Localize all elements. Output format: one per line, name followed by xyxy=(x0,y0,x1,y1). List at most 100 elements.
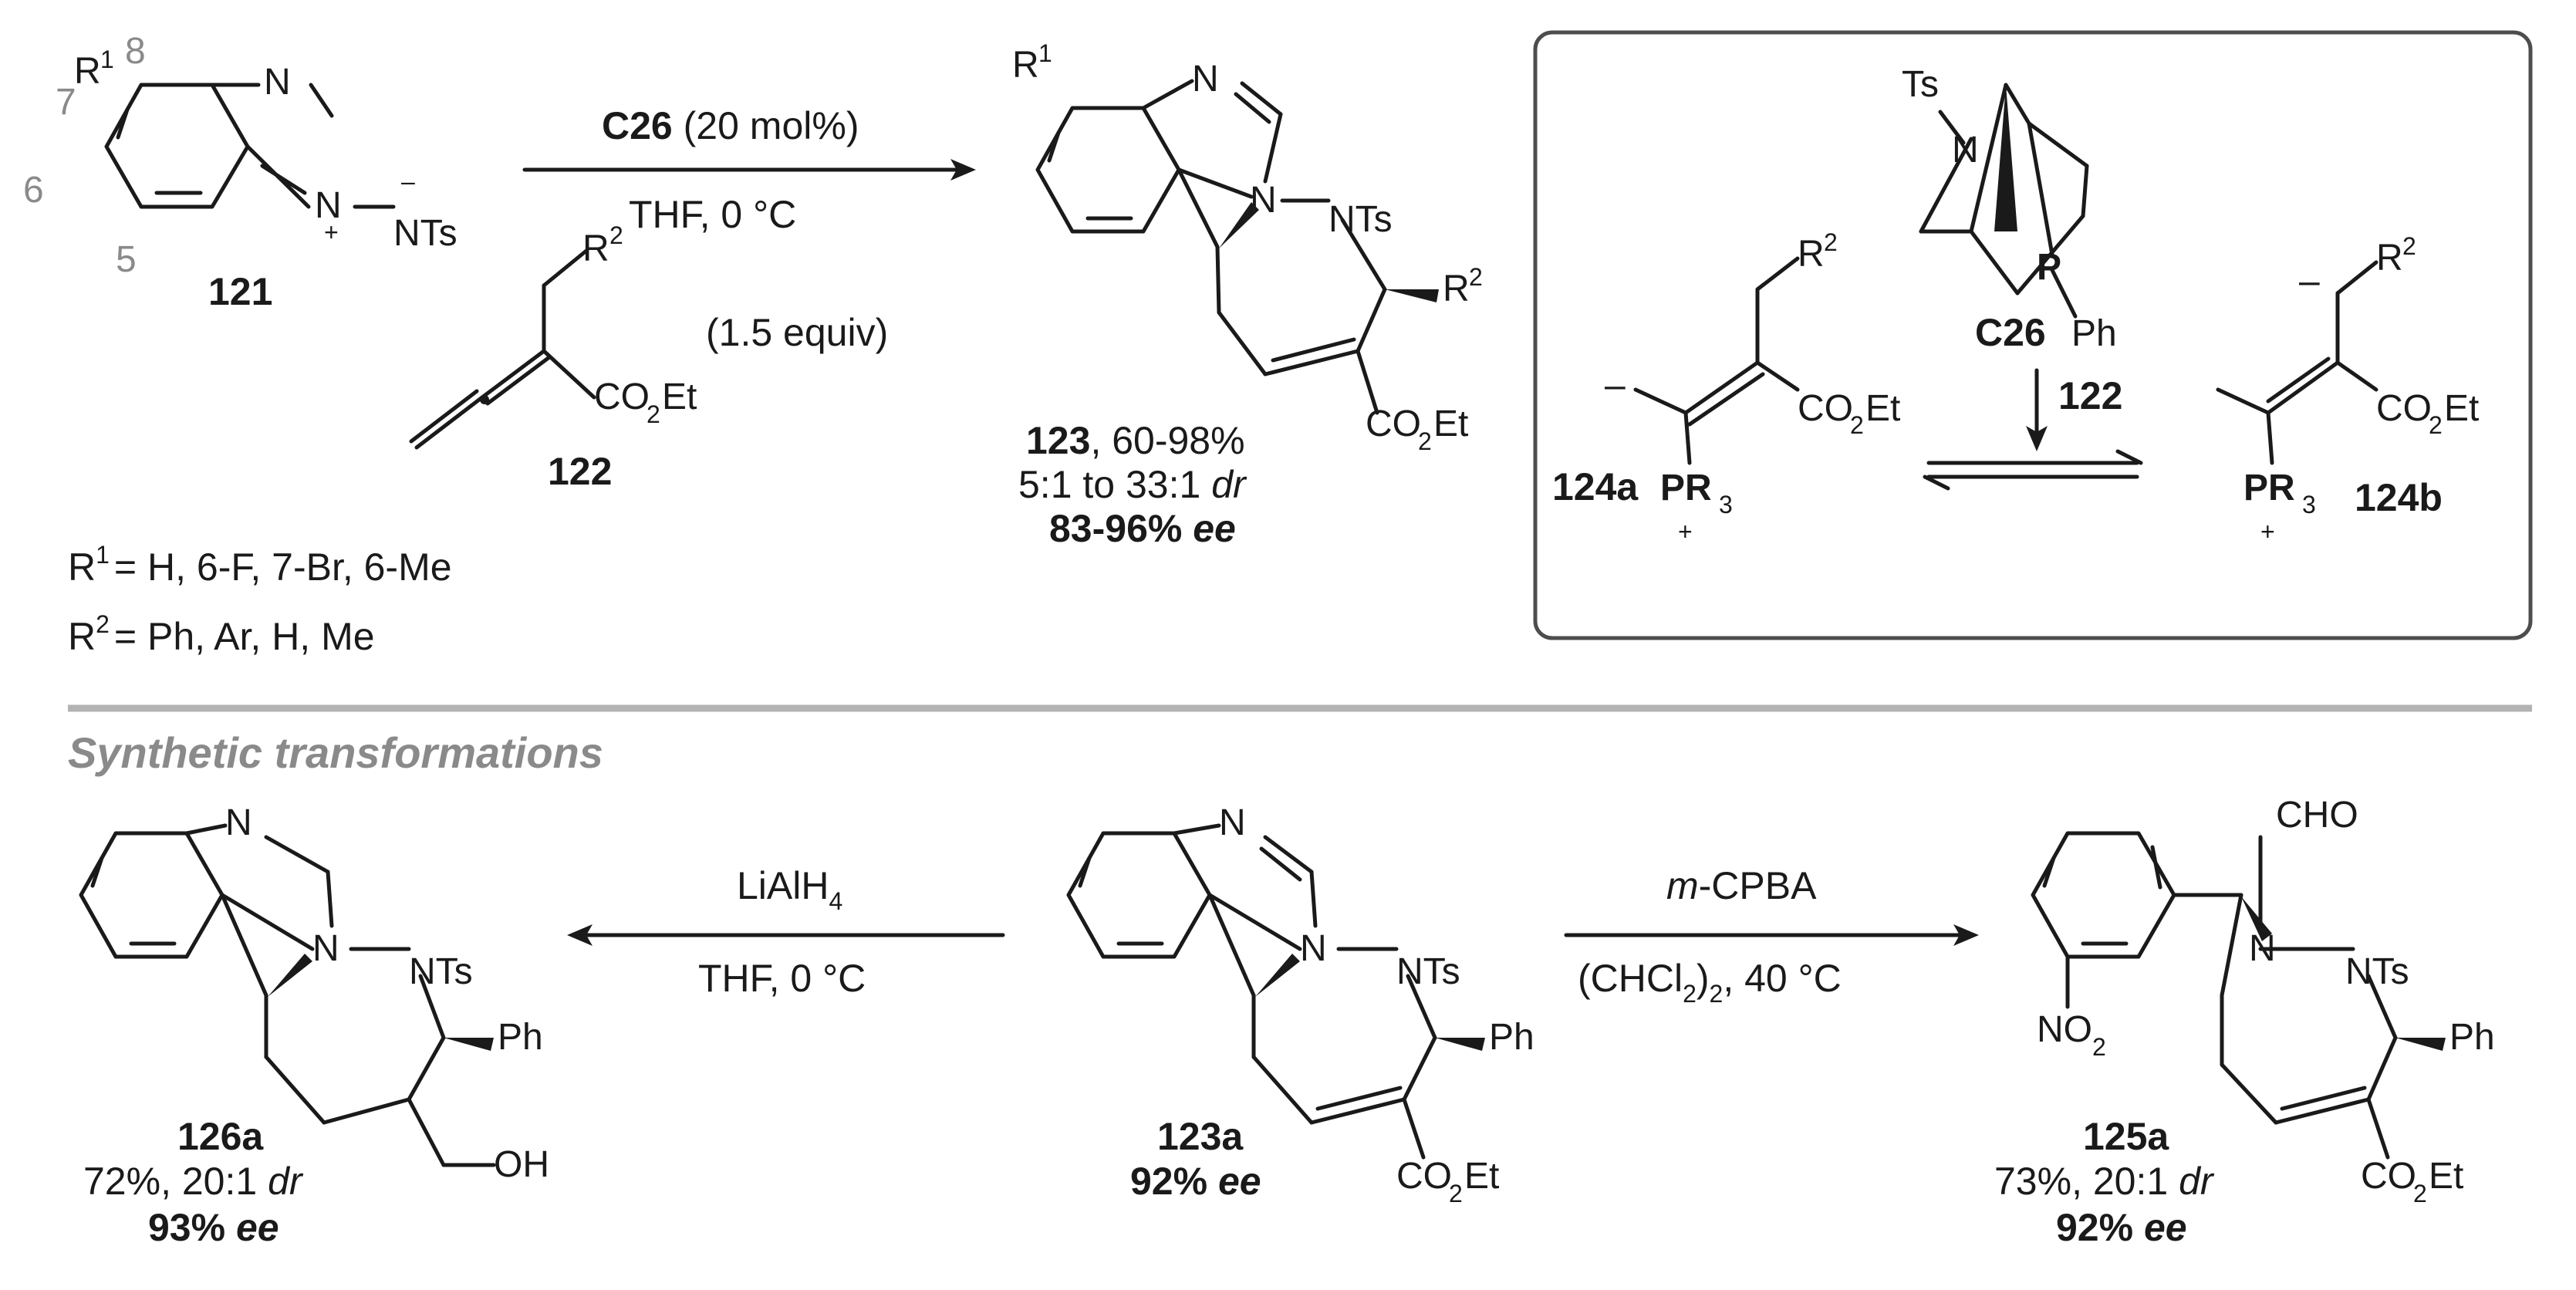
oxidation-arrow xyxy=(1564,924,1979,946)
ester-CO: CO xyxy=(594,377,650,417)
phosphonium-subscript: 3 xyxy=(2302,491,2316,518)
equilibrium-arrows xyxy=(1923,449,2143,491)
section-title: Synthetic transformations xyxy=(68,728,603,777)
product-yield: 123, 60-98% xyxy=(1026,419,1245,462)
allenoate-equivalents: (1.5 equiv) xyxy=(706,311,888,354)
atom-N: N xyxy=(1250,180,1277,221)
phosphonium-PR: PR xyxy=(1660,468,1712,508)
r-superscript: 2 xyxy=(2402,232,2416,260)
atom-N: N xyxy=(2249,928,2276,969)
mechanism-down-arrow xyxy=(2026,368,2048,451)
phosphonium-PR: PR xyxy=(2243,468,2295,508)
123a-ee: 92% ee xyxy=(1130,1160,1261,1203)
oxidation-conditions: (CHCl2)2, 40 °C xyxy=(1578,957,1842,1008)
r-group: R xyxy=(2376,238,2403,279)
compound-label-123a: 123a xyxy=(1157,1115,1244,1158)
ester-subscript: 2 xyxy=(1418,427,1432,455)
ester-subscript: 2 xyxy=(647,400,660,428)
r-group: R xyxy=(1798,234,1825,275)
position-8: 8 xyxy=(125,31,146,72)
atom-N: N xyxy=(225,802,252,843)
charge-plus: + xyxy=(1678,518,1693,545)
reduction-conditions: THF, 0 °C xyxy=(698,957,866,1000)
125a-yield: 73%, 20:1 dr xyxy=(1994,1160,2215,1203)
compound-label-126a: 126a xyxy=(177,1115,264,1158)
atom-N: N xyxy=(315,185,342,226)
r-superscript: 1 xyxy=(100,46,114,73)
mechanism-catalyst-label: C26 xyxy=(1975,311,2046,354)
compound-125a-structure: CHO N NTs Ph NO 2 CO 2 Et xyxy=(2031,795,2495,1207)
r-group: R xyxy=(74,51,101,92)
position-7: 7 xyxy=(56,82,76,123)
atom-N: N xyxy=(1192,59,1219,100)
phosphonium-subscript: 3 xyxy=(1719,491,1733,518)
ester-subscript: 2 xyxy=(2413,1180,2427,1207)
atom-N: N xyxy=(312,928,339,969)
compound-121-structure: N N + – NTs R 1 8 7 6 5 xyxy=(23,31,457,280)
intermediate-label-124b: 124b xyxy=(2355,476,2443,519)
intermediate-124b-structure: – R 2 CO 2 Et PR 3 + xyxy=(2216,232,2479,545)
ester-Et: Et xyxy=(1464,1156,1499,1197)
compound-123a-structure: N N NTs Ph CO 2 Et xyxy=(1066,802,1534,1207)
atom-NTs: NTs xyxy=(1396,951,1460,992)
product-dr: 5:1 to 33:1 dr xyxy=(1018,463,1247,506)
oxidation-reagent: m-CPBA xyxy=(1666,864,1817,907)
atom-N: N xyxy=(1219,802,1246,843)
intermediate-label-124a: 124a xyxy=(1552,465,1639,508)
atom-P: P xyxy=(2037,247,2061,288)
r-superscript: 2 xyxy=(1824,228,1838,256)
atom-N: N xyxy=(1952,130,1979,171)
nitro-subscript: 2 xyxy=(2092,1033,2106,1061)
reaction-arrow xyxy=(522,159,976,181)
charge-plus: + xyxy=(2260,518,2275,545)
125a-ee: 92% ee xyxy=(2056,1206,2187,1249)
r-group: R xyxy=(1443,268,1470,309)
r-superscript: 2 xyxy=(1469,263,1483,291)
atom-NTs: NTs xyxy=(409,951,473,992)
r-group: R xyxy=(582,228,609,269)
r-superscript: 2 xyxy=(609,221,623,249)
r2-definition: R2= Ph, Ar, H, Me xyxy=(68,610,375,658)
position-6: 6 xyxy=(23,170,44,211)
ester-subscript: 2 xyxy=(1449,1180,1463,1207)
charge-plus: + xyxy=(324,218,339,246)
hydroxyl-OH: OH xyxy=(494,1144,549,1185)
r-superscript: 1 xyxy=(1038,39,1052,67)
compound-122-structure: R 2 CO 2 Et xyxy=(409,221,697,450)
atom-Ph: Ph xyxy=(2449,1017,2495,1058)
ester-Et: Et xyxy=(2429,1156,2463,1197)
charge-minus: – xyxy=(1605,365,1626,406)
position-5: 5 xyxy=(116,239,137,280)
r-group: R xyxy=(1012,45,1039,86)
atom-Ph: Ph xyxy=(498,1017,543,1058)
mechanism-reagent: 122 xyxy=(2058,374,2122,417)
atom-Ts: Ts xyxy=(1902,64,1939,105)
ester-Et: Et xyxy=(1433,404,1468,444)
compound-123-structure: N N NTs R 1 R 2 CO 2 Et xyxy=(1012,39,1483,455)
ester-CO: CO xyxy=(1366,404,1421,444)
catalyst-C26-structure: Ts N P Ph xyxy=(1902,64,2117,354)
ester-subscript: 2 xyxy=(1850,411,1864,439)
compound-label-125a: 125a xyxy=(2083,1115,2169,1158)
126a-ee: 93% ee xyxy=(148,1206,279,1249)
compound-label-122: 122 xyxy=(548,450,612,493)
ester-Et: Et xyxy=(2444,388,2479,429)
ester-CO: CO xyxy=(1798,388,1853,429)
compound-label-121: 121 xyxy=(208,270,272,313)
charge-minus: – xyxy=(401,167,415,195)
atom-Ph: Ph xyxy=(2071,313,2117,354)
ester-Et: Et xyxy=(662,377,697,417)
product-ee: 83-96% ee xyxy=(1049,507,1236,550)
formyl-CHO: CHO xyxy=(2276,795,2358,836)
atom-NTs: NTs xyxy=(393,213,457,254)
atom-N: N xyxy=(1300,928,1327,969)
intermediate-124a-structure: – R 2 CO 2 Et PR 3 + xyxy=(1605,228,1900,545)
nitro-NO: NO xyxy=(2037,1009,2092,1050)
ester-subscript: 2 xyxy=(2429,411,2443,439)
compound-126a-structure: N N NTs Ph OH xyxy=(79,802,549,1185)
catalyst-label: C26 (20 mol%) xyxy=(602,104,859,147)
atom-N: N xyxy=(264,62,291,103)
charge-minus: – xyxy=(2299,261,2320,302)
